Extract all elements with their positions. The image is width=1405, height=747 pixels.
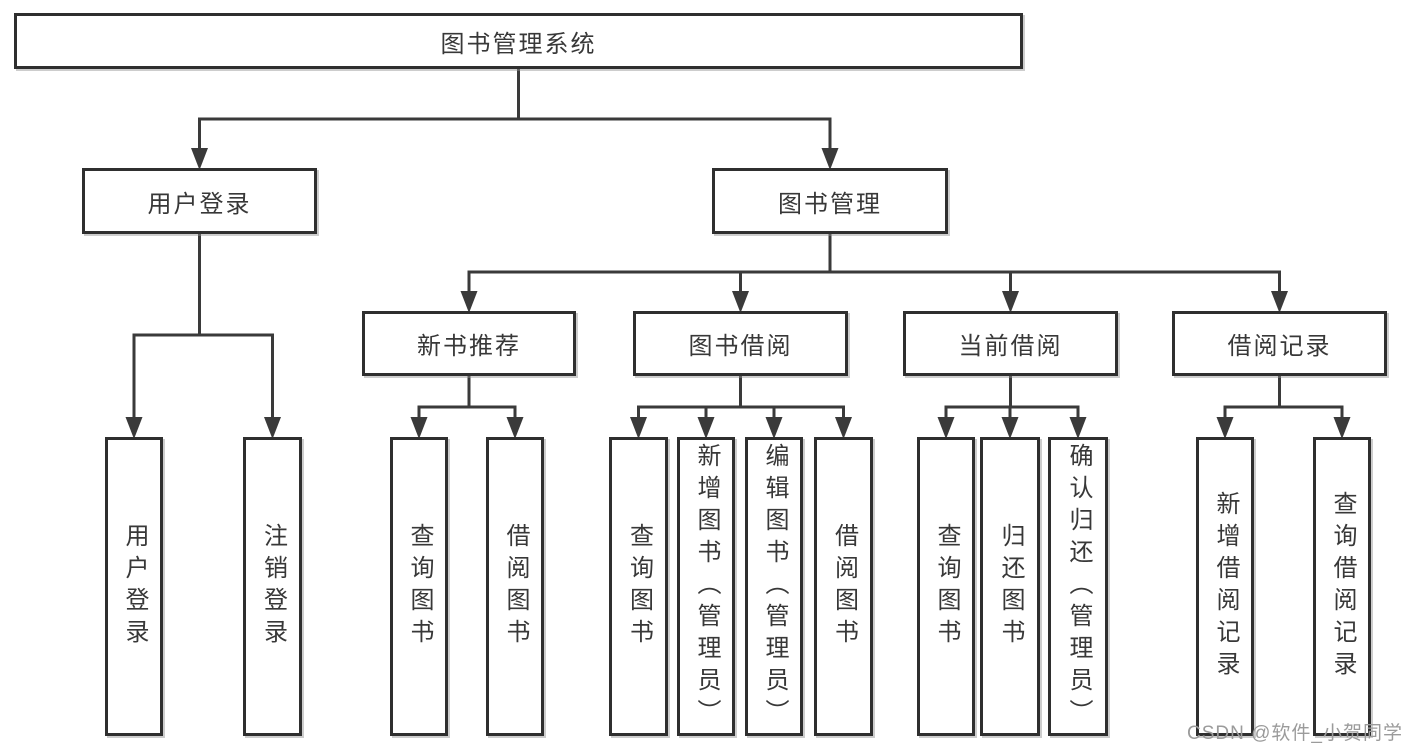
node-label-borrow-books-rec: 借阅图书 [502, 522, 529, 651]
node-label-edit-book-admin: 编辑图书（管理员） [761, 442, 788, 731]
arrowhead-icon [937, 417, 955, 439]
node-label-book-borrow: 图书借阅 [688, 333, 793, 360]
node-borrow-books-leaf: 借阅图书 [814, 437, 873, 736]
arrowhead-icon [821, 148, 839, 170]
arrowhead-icon [1216, 417, 1234, 439]
node-label-user-login: 用户登录 [147, 190, 252, 218]
node-confirm-return-admin: 确认归还（管理员） [1048, 437, 1108, 736]
node-add-book-admin: 新增图书（管理员） [677, 437, 735, 736]
arrowhead-icon [460, 291, 478, 313]
node-user-login: 用户登录 [82, 168, 317, 234]
node-borrow-records: 借阅记录 [1172, 311, 1387, 376]
node-add-borrow-record: 新增借阅记录 [1196, 437, 1254, 736]
node-borrow-books-rec: 借阅图书 [486, 437, 544, 736]
node-edit-book-admin: 编辑图书（管理员） [745, 437, 803, 736]
node-book-borrow: 图书借阅 [633, 311, 848, 376]
arrowhead-icon [697, 417, 715, 439]
node-query-books-borrow: 查询图书 [609, 437, 668, 736]
arrowhead-icon [506, 417, 524, 439]
node-query-borrow-record: 查询借阅记录 [1313, 437, 1371, 736]
node-label-new-book-rec: 新书推荐 [417, 333, 521, 360]
arrowhead-icon [732, 291, 749, 313]
arrowhead-icon [125, 417, 143, 439]
node-label-book-mgmt: 图书管理 [778, 190, 882, 218]
arrowhead-icon [191, 148, 208, 170]
node-book-mgmt: 图书管理 [712, 168, 948, 234]
node-current-borrow: 当前借阅 [903, 311, 1118, 376]
node-label-borrow-records: 借阅记录 [1227, 333, 1332, 360]
arrowhead-icon [1069, 417, 1087, 439]
arrowhead-icon [630, 417, 647, 439]
node-label-add-book-admin: 新增图书（管理员） [693, 442, 720, 731]
node-label-return-books: 归还图书 [997, 522, 1024, 651]
node-label-logout-leaf: 注销登录 [259, 522, 287, 651]
node-label-query-books-current: 查询图书 [933, 522, 960, 651]
node-query-books-current: 查询图书 [917, 437, 975, 736]
node-query-books-rec: 查询图书 [390, 437, 448, 736]
node-label-query-books-rec: 查询图书 [406, 522, 433, 651]
arrowhead-icon [264, 417, 281, 439]
node-label-query-books-borrow: 查询图书 [625, 522, 653, 651]
node-return-books: 归还图书 [980, 437, 1040, 736]
node-label-login-leaf: 用户登录 [121, 522, 148, 651]
arrowhead-icon [1002, 291, 1019, 313]
arrowhead-icon [1001, 417, 1019, 439]
node-label-confirm-return-admin: 确认归还（管理员） [1065, 442, 1092, 731]
arrowhead-icon [1271, 291, 1288, 313]
csdn-watermark: CSDN @软件_小贺同学 [1187, 723, 1403, 744]
node-label-query-borrow-record: 查询借阅记录 [1329, 490, 1356, 683]
node-new-book-rec: 新书推荐 [362, 311, 576, 376]
node-logout-leaf: 注销登录 [243, 437, 302, 736]
node-label-current-borrow: 当前借阅 [958, 333, 1063, 360]
arrowhead-icon [835, 417, 852, 439]
arrowhead-icon [765, 417, 783, 439]
arrowhead-icon [410, 417, 428, 439]
node-label-borrow-books-leaf: 借阅图书 [830, 522, 858, 651]
node-login-leaf: 用户登录 [105, 437, 163, 736]
node-root: 图书管理系统 [14, 13, 1023, 69]
arrowhead-icon [1333, 417, 1351, 439]
node-label-root: 图书管理系统 [440, 30, 597, 58]
node-label-add-borrow-record: 新增借阅记录 [1212, 490, 1239, 683]
